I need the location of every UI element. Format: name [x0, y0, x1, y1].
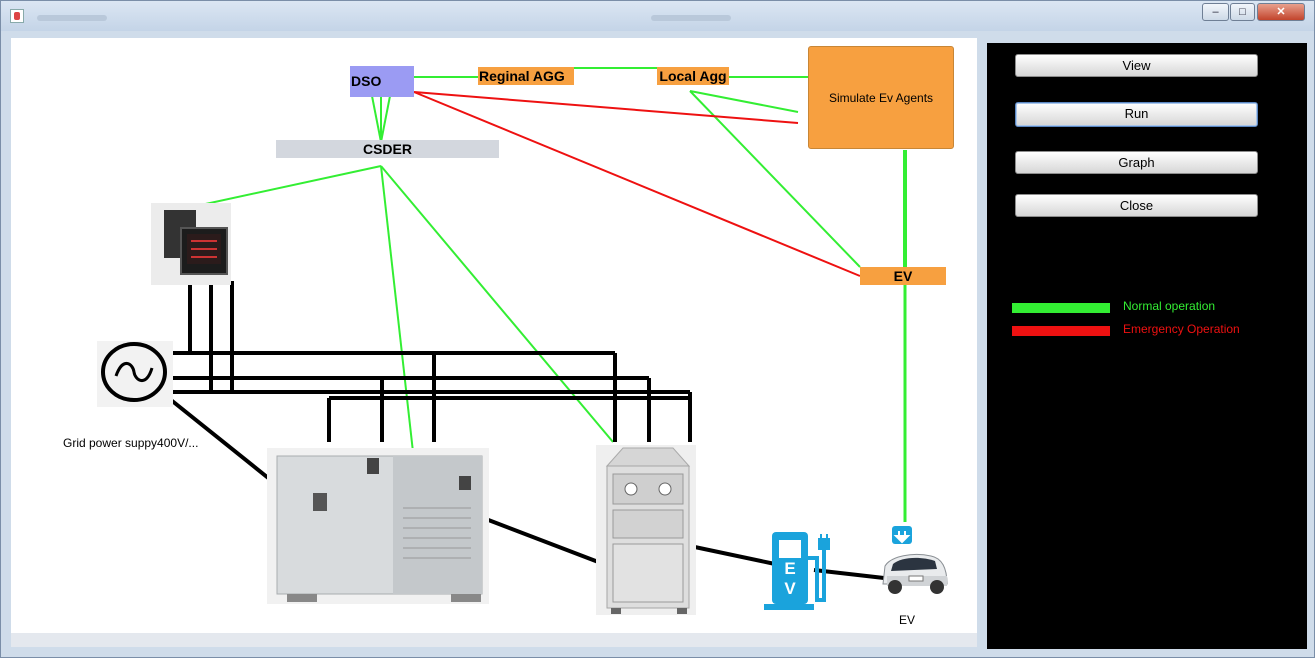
emergency-connections [413, 91, 861, 277]
diagram-canvas: DSO Reginal AGG Local Agg Simulate Ev Ag… [11, 38, 977, 633]
legend-normal-swatch [1012, 303, 1110, 313]
dso-node: DSO [350, 66, 414, 97]
csder-label: CSDER [362, 141, 412, 157]
regional-agg-label: Reginal AGG [479, 68, 565, 84]
legend-emergency-label: Emergency Operation [1123, 322, 1240, 336]
ac-source-icon [97, 341, 173, 407]
legend-normal-label: Normal operation [1123, 299, 1216, 313]
legend-emergency-swatch [1012, 326, 1110, 336]
grid-wiring [159, 281, 885, 580]
minimize-button[interactable]: – [1202, 3, 1229, 21]
ev-node: EV [860, 267, 946, 285]
close-button[interactable]: Close [1015, 194, 1258, 217]
canvas-bottom-strip [11, 633, 977, 647]
simulate-ev-agents-label: Simulate Ev Agents [828, 90, 934, 105]
local-agg-label: Local Agg [659, 68, 727, 84]
ev-car-icon [882, 526, 948, 594]
title-bar-decoration [651, 15, 731, 21]
ev-node-label: EV [893, 268, 913, 284]
maximize-button[interactable]: □ [1230, 3, 1255, 21]
csder-node: CSDER [276, 140, 499, 158]
window-close-button[interactable]: ✕ [1257, 3, 1305, 21]
view-button[interactable]: View [1015, 54, 1258, 77]
local-agg-node: Local Agg [657, 67, 729, 85]
ev-car-caption: EV [899, 613, 916, 627]
power-converter-cabinet-1-icon [267, 448, 489, 604]
panel-meter-icon [151, 203, 231, 285]
java-app-icon [10, 9, 24, 23]
graph-button[interactable]: Graph [1015, 151, 1258, 174]
ev-charging-station-icon [764, 532, 830, 610]
ev-station-letters: E V [784, 559, 796, 598]
control-panel: View Run Graph Close Normal operation Em… [987, 43, 1307, 649]
dso-label: DSO [351, 73, 382, 89]
simulate-ev-agents-node: Simulate Ev Agents [808, 46, 954, 149]
title-bar-decoration [37, 15, 107, 21]
title-bar[interactable]: – □ ✕ [1, 1, 1314, 31]
run-button[interactable]: Run [1015, 102, 1258, 127]
grid-supply-label: Grid power suppy400V/... [63, 436, 199, 450]
diagram-svg [97, 67, 948, 615]
normal-connections [186, 67, 907, 522]
regional-agg-node: Reginal AGG [478, 67, 574, 85]
power-converter-cabinet-2-icon [596, 445, 696, 615]
